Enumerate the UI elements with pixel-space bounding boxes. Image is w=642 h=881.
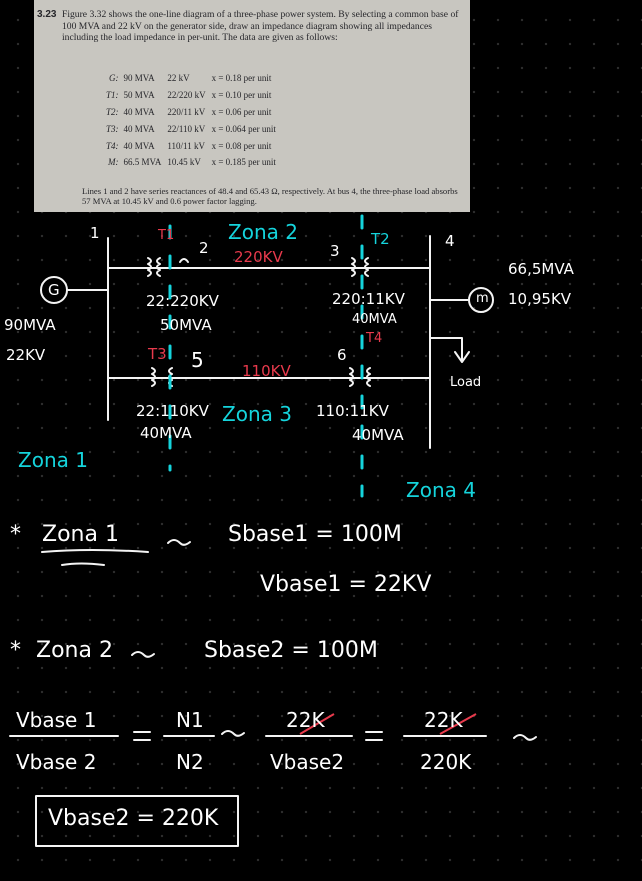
bus-3-label: 3 [330, 242, 340, 260]
frac3-numerator: 22K [286, 708, 325, 732]
gen-symbol: G [48, 281, 60, 299]
arrow-2 [131, 651, 155, 658]
sbase1-text: Sbase1 = 100M [228, 522, 402, 547]
load-arrow-icon [429, 337, 470, 363]
t4-ratio: 110:11KV [316, 402, 389, 420]
frac3-denominator: Vbase2 [270, 750, 345, 774]
t3-mva: 40MVA [140, 424, 192, 442]
load-label: Load [450, 375, 482, 390]
frac2-numerator: N1 [176, 708, 204, 732]
t1-label: T1 [158, 228, 175, 243]
note-zona1: Zona 1 [42, 522, 119, 547]
frac4-numerator: 22K [424, 708, 463, 732]
t4-coil-icon [349, 367, 371, 387]
motor-kv: 10,95KV [508, 290, 572, 308]
bus-2-label: 2 [199, 239, 209, 257]
zona1-label: Zona 1 [18, 448, 88, 472]
t2-coil-icon [351, 257, 369, 277]
note-zona2: Zona 2 [36, 638, 113, 663]
arrow-3 [221, 730, 245, 737]
zona2-label: Zona 2 [228, 220, 298, 244]
t2-label: T2 [371, 230, 390, 248]
bus-1-label: 1 [90, 224, 100, 242]
t2-mva: 40MVA [352, 312, 397, 327]
gen-kv: 22KV [6, 346, 46, 364]
t4-mva: 40MVA [352, 426, 404, 444]
t4-label: T4 [366, 331, 383, 346]
zona4-label: Zona 4 [406, 478, 476, 502]
equals-2 [365, 731, 383, 741]
problem-statement: Figure 3.32 shows the one-line diagram o… [62, 9, 459, 43]
t3-ratio: 22:110KV [136, 402, 209, 420]
frac1-denominator: Vbase 2 [16, 750, 97, 774]
arrow-4 [513, 734, 537, 741]
arrow-1 [167, 539, 191, 546]
frac2-denominator: N2 [176, 750, 204, 774]
frac4-denominator: 220K [420, 750, 472, 774]
t1-ratio: 22:220KV [146, 292, 219, 310]
kv110-label: 110KV [242, 362, 291, 380]
t2-ratio: 220:11KV [332, 290, 405, 308]
note-star-2: * [10, 638, 21, 663]
bus-5-label: 5 [191, 348, 204, 372]
kv220-label: 220KV [234, 248, 283, 266]
result-box [35, 795, 239, 847]
t1-mva: 50MVA [160, 316, 212, 334]
problem-number: 3.23 [37, 9, 57, 20]
vbase1-text: Vbase1 = 22KV [260, 572, 432, 597]
result-text: Vbase2 = 220K [48, 806, 219, 831]
gen-mva: 90MVA [4, 316, 56, 334]
strike-1 [299, 713, 335, 735]
line-reactance-text: Lines 1 and 2 have series reactances of … [82, 186, 458, 207]
note-star-1: * [10, 522, 21, 547]
bus-6-label: 6 [337, 346, 347, 364]
strike-2 [439, 713, 477, 735]
equals-1 [133, 731, 151, 741]
zona3-label: Zona 3 [222, 402, 292, 426]
t3-label: T3 [148, 345, 167, 363]
sbase2-text: Sbase2 = 100M [204, 638, 378, 663]
frac1-numerator: Vbase 1 [16, 708, 97, 732]
motor-symbol: m [476, 291, 489, 306]
textbook-photo: 3.23 Figure 3.32 shows the one-line diag… [34, 0, 470, 212]
motor-icon [468, 287, 494, 313]
t1-coil-icon [147, 257, 161, 277]
zona1-underline [41, 549, 149, 566]
motor-mva: 66,5MVA [508, 260, 574, 278]
bus-4-label: 4 [445, 232, 455, 250]
